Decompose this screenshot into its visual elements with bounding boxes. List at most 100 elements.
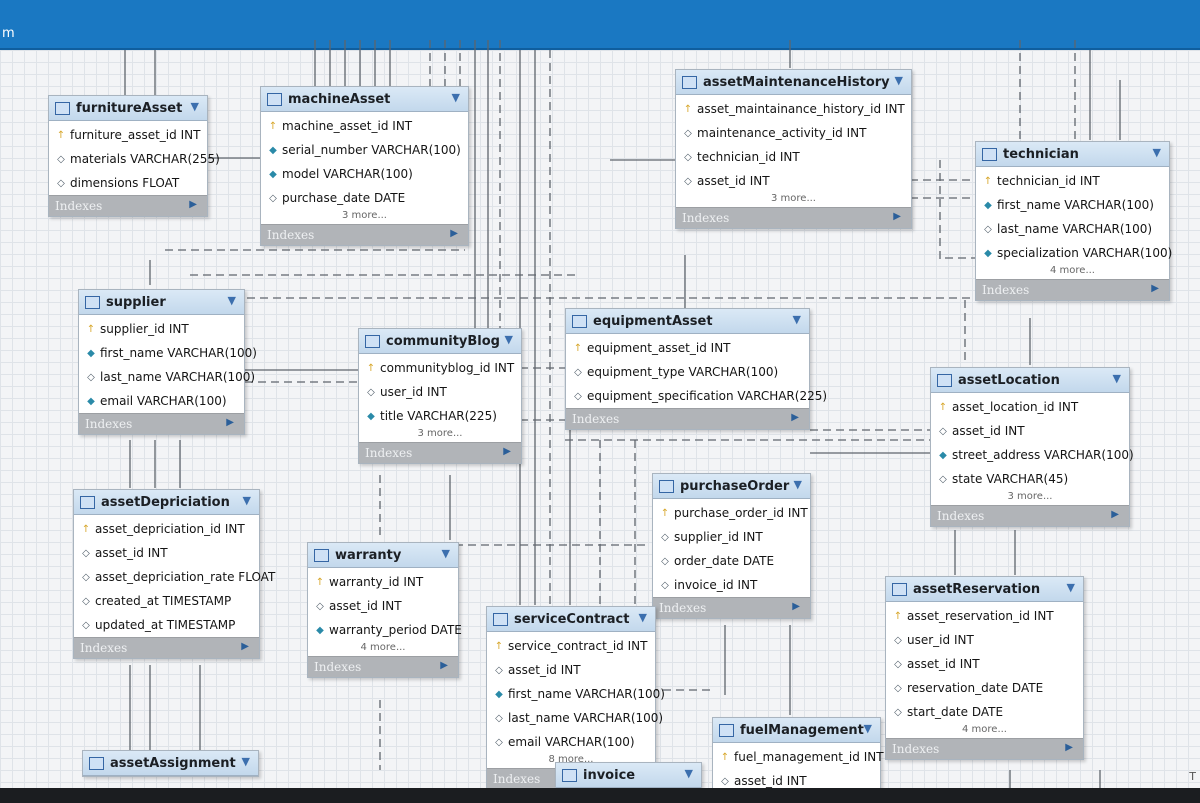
indexes-section[interactable]: Indexes▶	[976, 279, 1169, 300]
column-row[interactable]: ◇dimensions FLOAT	[49, 171, 207, 195]
table-equipment-asset[interactable]: equipmentAsset▼↑equipment_asset_id INT ◇e…	[565, 308, 827, 430]
column-row[interactable]: ◇asset_id INT	[487, 658, 655, 682]
indexes-section[interactable]: Indexes▶	[886, 738, 1083, 759]
expand-indexes-icon[interactable]: ▶	[189, 199, 197, 210]
table-asset-location[interactable]: assetLocation▼↑asset_location_id INT◇ass…	[930, 367, 1134, 527]
table-asset-reservation[interactable]: assetReservation▼↑asset_reservation_id I…	[885, 576, 1084, 760]
column-row[interactable]: ↑asset_location_id INT	[931, 395, 1129, 419]
collapse-toggle-icon[interactable]: ▼	[241, 755, 250, 768]
indexes-section[interactable]: Indexes▶	[74, 637, 259, 658]
collapse-toggle-icon[interactable]: ▼	[894, 74, 903, 87]
expand-indexes-icon[interactable]: ▶	[1111, 509, 1119, 520]
column-row[interactable]: ↑asset_depriciation_id INT	[74, 517, 259, 541]
column-row[interactable]: ↑equipment_asset_id INT	[566, 336, 809, 360]
table-header[interactable]: invoice▼	[556, 763, 701, 788]
column-row[interactable]: ◇asset_id INT	[886, 652, 1083, 676]
column-row[interactable]: ◇asset_id INT	[931, 419, 1129, 443]
column-row[interactable]: ◇email VARCHAR(100)	[487, 730, 655, 754]
column-row[interactable]: ◇created_at TIMESTAMP	[74, 589, 259, 613]
collapse-toggle-icon[interactable]: ▼	[638, 611, 647, 624]
column-row[interactable]: ↑service_contract_id INT	[487, 634, 655, 658]
table-technician[interactable]: technician▼↑technician_id INT◆first_name…	[975, 141, 1172, 301]
table-header[interactable]: assetMaintenanceHistory▼	[676, 70, 911, 95]
more-columns-label[interactable]: 3 more...	[771, 193, 816, 204]
table-warranty[interactable]: warranty▼↑warranty_id INT◇asset_id INT◆w…	[307, 542, 462, 678]
column-row[interactable]: ◇asset_id INT	[74, 541, 259, 565]
column-row[interactable]: ↑machine_asset_id INT	[261, 114, 468, 138]
indexes-section[interactable]: Indexes▶	[653, 597, 810, 618]
column-row[interactable]: ◆model VARCHAR(100)	[261, 162, 468, 186]
table-invoice[interactable]: invoice▼	[555, 762, 702, 789]
table-header[interactable]: fuelManagement▼	[713, 718, 880, 743]
table-header[interactable]: technician▼	[976, 142, 1169, 167]
column-row[interactable]: ◇user_id INT	[886, 628, 1083, 652]
table-header[interactable]: communityBlog▼	[359, 329, 521, 354]
table-header[interactable]: assetDepriciation▼	[74, 490, 259, 515]
table-asset-maintenance-history[interactable]: assetMaintenanceHistory▼↑asset_maintaina…	[675, 69, 912, 229]
table-community-blog[interactable]: communityBlog▼↑communityblog_id INT◇user…	[358, 328, 522, 464]
column-row[interactable]: ◆warranty_period DATE	[308, 618, 462, 642]
column-row[interactable]: ◇technician_id INT	[676, 145, 911, 169]
column-row[interactable]: ◆first_name VARCHAR(100)	[976, 193, 1169, 217]
table-header[interactable]: warranty▼	[308, 543, 458, 568]
column-row[interactable]: ↑furniture_asset_id INT	[49, 123, 207, 147]
column-row[interactable]: ◇last_name VARCHAR(100)	[79, 365, 255, 389]
column-row[interactable]: ↑warranty_id INT	[308, 570, 458, 594]
more-columns-label[interactable]: 3 more...	[1007, 491, 1053, 502]
table-fuel-management[interactable]: fuelManagement▼↑fuel_management_id INT◇a…	[712, 717, 884, 794]
column-row[interactable]: ◇asset_depriciation_rate FLOAT	[74, 565, 275, 589]
indexes-section[interactable]: Indexes▶	[49, 195, 207, 216]
column-row[interactable]: ◇supplier_id INT	[653, 525, 810, 549]
indexes-section[interactable]: Indexes▶	[359, 442, 521, 463]
collapse-toggle-icon[interactable]: ▼	[441, 547, 450, 560]
table-header[interactable]: assetLocation▼	[931, 368, 1129, 393]
column-row[interactable]: ◇equipment_specification VARCHAR(225)	[566, 384, 827, 408]
expand-indexes-icon[interactable]: ▶	[792, 601, 800, 612]
table-header[interactable]: supplier▼	[79, 290, 244, 315]
column-row[interactable]: ◆title VARCHAR(225)	[359, 404, 521, 428]
column-row[interactable]: ◆street_address VARCHAR(100)	[931, 443, 1134, 467]
column-row[interactable]: ↑asset_reservation_id INT	[886, 604, 1083, 628]
expand-indexes-icon[interactable]: ▶	[791, 412, 799, 423]
table-machine-asset[interactable]: machineAsset▼↑machine_asset_id INT◆seria…	[260, 86, 469, 246]
indexes-section[interactable]: Indexes▶	[676, 207, 911, 228]
expand-indexes-icon[interactable]: ▶	[1151, 283, 1159, 294]
column-row[interactable]: ◇last_name VARCHAR(100)	[976, 217, 1169, 241]
more-columns-label[interactable]: 3 more...	[417, 428, 463, 439]
collapse-toggle-icon[interactable]: ▼	[1152, 146, 1161, 159]
more-columns-label[interactable]: 4 more...	[962, 724, 1007, 735]
collapse-toggle-icon[interactable]: ▼	[227, 294, 236, 307]
indexes-section[interactable]: Indexes▶	[308, 656, 458, 677]
collapse-toggle-icon[interactable]: ▼	[504, 333, 513, 346]
expand-indexes-icon[interactable]: ▶	[226, 417, 234, 428]
collapse-toggle-icon[interactable]: ▼	[684, 767, 693, 780]
collapse-toggle-icon[interactable]: ▼	[190, 100, 199, 113]
column-row[interactable]: ↑communityblog_id INT	[359, 356, 521, 380]
column-row[interactable]: ◇asset_id INT	[713, 769, 880, 793]
column-row[interactable]: ◇reservation_date DATE	[886, 676, 1083, 700]
column-row[interactable]: ↑supplier_id INT	[79, 317, 244, 341]
table-purchase-order[interactable]: purchaseOrder▼↑purchase_order_id INT◇sup…	[652, 473, 811, 619]
table-supplier[interactable]: supplier▼↑supplier_id INT◆first_name VAR…	[78, 289, 257, 435]
column-row[interactable]: ◇purchase_date DATE	[261, 186, 468, 210]
column-row[interactable]: ↑purchase_order_id INT	[653, 501, 810, 525]
expand-indexes-icon[interactable]: ▶	[503, 446, 511, 457]
table-header[interactable]: serviceContract▼	[487, 607, 655, 632]
collapse-toggle-icon[interactable]: ▼	[792, 313, 801, 326]
column-row[interactable]: ◇asset_id INT	[676, 169, 911, 193]
collapse-toggle-icon[interactable]: ▼	[1112, 372, 1121, 385]
expand-indexes-icon[interactable]: ▶	[241, 641, 249, 652]
column-row[interactable]: ◇invoice_id INT	[653, 573, 810, 597]
table-header[interactable]: equipmentAsset▼	[566, 309, 809, 334]
column-row[interactable]: ◇order_date DATE	[653, 549, 810, 573]
table-asset-depriciation[interactable]: assetDepriciation▼↑asset_depriciation_id…	[73, 489, 275, 659]
table-furniture-asset[interactable]: furnitureAsset▼↑furniture_asset_id INT◇m…	[48, 95, 220, 217]
column-row[interactable]: ↑asset_maintainance_history_id INT	[676, 97, 911, 121]
more-columns-label[interactable]: 4 more...	[1050, 265, 1095, 276]
more-columns-label[interactable]: 8 more...	[548, 754, 594, 765]
table-asset-assignment[interactable]: assetAssignment▼	[82, 750, 259, 777]
expand-indexes-icon[interactable]: ▶	[1065, 742, 1073, 753]
column-row[interactable]: ↑technician_id INT	[976, 169, 1169, 193]
expand-indexes-icon[interactable]: ▶	[450, 228, 458, 239]
collapse-toggle-icon[interactable]: ▼	[1066, 581, 1075, 594]
